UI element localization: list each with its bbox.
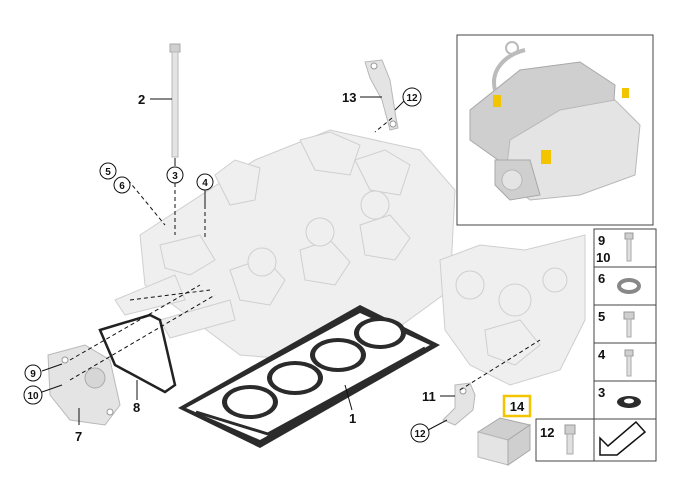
- highlight-marker-center: [541, 150, 551, 164]
- legend-label-9: 9: [598, 233, 605, 248]
- parts-legend-table: 9 10 6 5 4 3 12: [535, 228, 657, 462]
- callout-5: 5: [105, 167, 111, 178]
- timing-cover-gasket: [98, 313, 177, 394]
- callout-14: 14: [510, 399, 525, 414]
- sealing-ring-icon: [617, 278, 641, 294]
- callout-6: 6: [119, 181, 125, 192]
- legend-label-10: 10: [596, 250, 610, 265]
- legend-label-3: 3: [598, 385, 605, 400]
- callout-14-highlight: [502, 394, 532, 418]
- bolt-set-package: [476, 417, 532, 466]
- engine-overview-inset: [456, 34, 654, 226]
- highlight-marker-left: [493, 95, 501, 107]
- cylinder-head-illustration: [114, 129, 456, 361]
- legend-label-6: 6: [598, 271, 605, 286]
- legend-label-12: 12: [540, 425, 554, 440]
- legend-label-5: 5: [598, 309, 605, 324]
- legend-label-4: 4: [598, 347, 606, 362]
- callout-7: 7: [75, 429, 82, 444]
- callout-12-bottom: 12: [414, 429, 426, 440]
- timing-case-illustration: [439, 234, 586, 386]
- callout-13: 13: [342, 90, 356, 105]
- cover-plate: [47, 344, 121, 426]
- callout-1: 1: [349, 411, 356, 426]
- socket-screw-icon: [564, 424, 576, 455]
- callout-11: 11: [422, 389, 436, 404]
- bracket-small: [442, 382, 476, 426]
- cylinder-head-bolt: [169, 43, 181, 158]
- bolt-icon: [624, 232, 634, 262]
- arrow-icon: [599, 420, 647, 456]
- callout-12-top: 12: [406, 93, 418, 104]
- gasket-ring-icon: [617, 396, 641, 408]
- callouts: 2 3 4 5 6 13 12 1 8 7 9 10 11 12 14: [23, 87, 532, 444]
- stud-bolt-icon: [623, 311, 635, 338]
- highlight-marker-right: [622, 88, 629, 98]
- cylinder-head-gasket: [178, 305, 440, 448]
- callout-10: 10: [27, 391, 39, 402]
- callout-9: 9: [30, 369, 36, 380]
- callout-2: 2: [138, 92, 145, 107]
- callout-4: 4: [202, 178, 208, 189]
- leader-lines: [41, 96, 541, 431]
- callout-3: 3: [172, 171, 178, 182]
- lifting-bracket: [364, 59, 399, 131]
- screw-icon: [624, 349, 634, 377]
- callout-8: 8: [133, 400, 140, 415]
